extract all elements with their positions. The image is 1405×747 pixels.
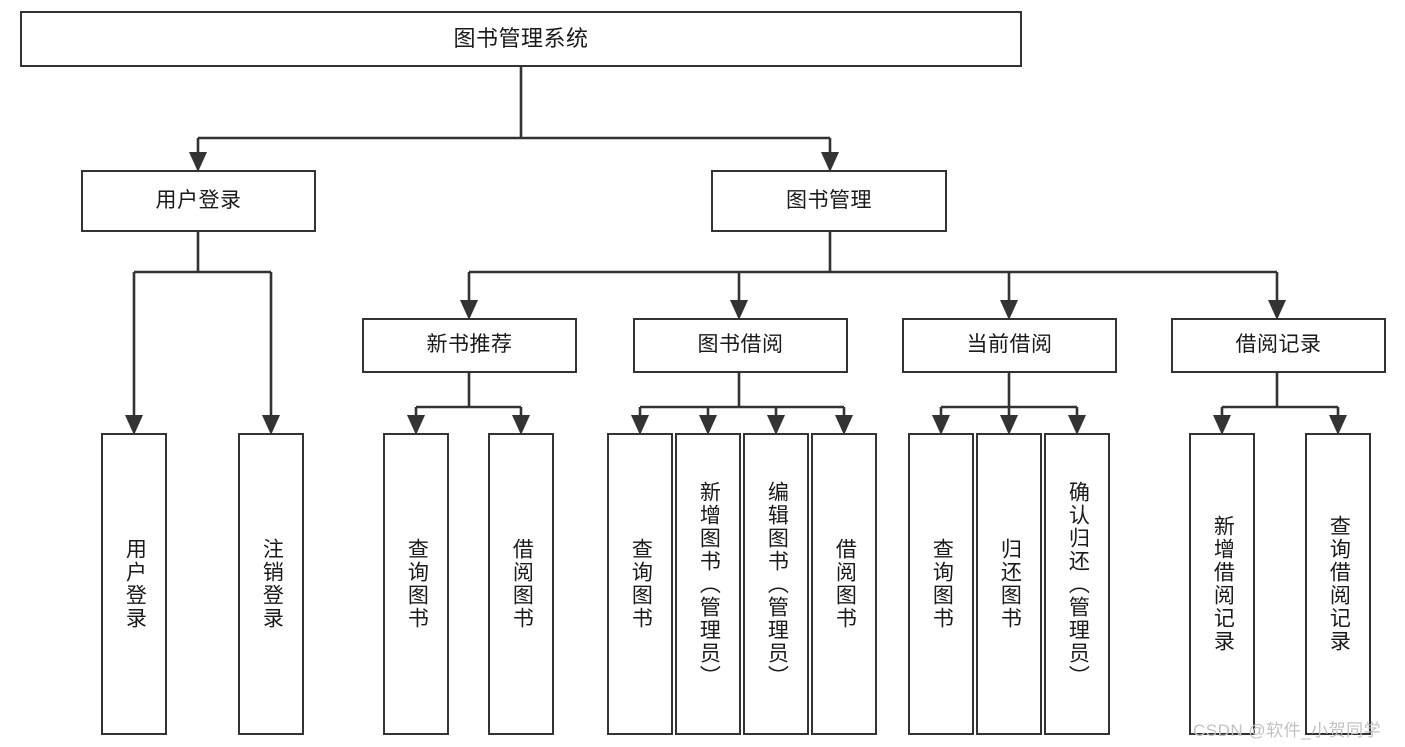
node-current-borrow[interactable]: 当前借阅 <box>902 318 1117 373</box>
node-leaf-query-book-current[interactable]: 查询图书 <box>908 433 974 735</box>
node-label: 当前借阅 <box>966 333 1053 357</box>
node-label: 用户登录 <box>155 188 242 212</box>
node-leaf-add-book-admin[interactable]: 新增图书（管理员） <box>675 433 741 735</box>
node-label: 编辑图书（管理员） <box>765 480 789 688</box>
node-leaf-borrow-book[interactable]: 借阅图书 <box>811 433 877 735</box>
csdn-watermark: CSDN @软件_小贺同学 <box>1193 721 1382 740</box>
node-label: 查询图书 <box>405 538 429 630</box>
node-leaf-query-borrow-record[interactable]: 查询借阅记录 <box>1305 433 1371 735</box>
node-borrow-records[interactable]: 借阅记录 <box>1171 318 1386 373</box>
node-leaf-add-borrow-record[interactable]: 新增借阅记录 <box>1189 433 1255 735</box>
node-label: 图书管理系统 <box>453 26 589 52</box>
node-leaf-borrow-book-recommend[interactable]: 借阅图书 <box>488 433 554 735</box>
arrowheads <box>125 152 1347 435</box>
node-label: 归还图书 <box>998 538 1022 630</box>
node-label: 借阅图书 <box>833 538 857 630</box>
node-label: 新增借阅记录 <box>1211 515 1235 653</box>
node-leaf-query-book-borrow[interactable]: 查询图书 <box>607 433 673 735</box>
node-label: 图书借阅 <box>697 333 784 357</box>
node-book-management[interactable]: 图书管理 <box>711 170 947 232</box>
node-leaf-return-book[interactable]: 归还图书 <box>976 433 1042 735</box>
node-label: 查询图书 <box>930 538 954 630</box>
node-user-login[interactable]: 用户登录 <box>81 170 316 232</box>
node-leaf-logout[interactable]: 注销登录 <box>238 433 304 735</box>
node-leaf-query-book-recommend[interactable]: 查询图书 <box>383 433 449 735</box>
node-label: 用户登录 <box>123 538 147 630</box>
node-label: 查询图书 <box>629 538 653 630</box>
node-book-borrow[interactable]: 图书借阅 <box>633 318 848 373</box>
node-leaf-user-login[interactable]: 用户登录 <box>101 433 167 735</box>
node-label: 借阅图书 <box>510 538 534 630</box>
node-new-book-recommend[interactable]: 新书推荐 <box>362 318 577 373</box>
node-leaf-confirm-return-admin[interactable]: 确认归还（管理员） <box>1044 433 1110 735</box>
node-root-library-management-system[interactable]: 图书管理系统 <box>20 11 1022 67</box>
node-label: 新书推荐 <box>426 333 513 357</box>
node-leaf-edit-book-admin[interactable]: 编辑图书（管理员） <box>743 433 809 735</box>
node-label: 注销登录 <box>260 538 284 630</box>
node-label: 借阅记录 <box>1235 333 1322 357</box>
node-label: 新增图书（管理员） <box>697 480 721 688</box>
node-label: 确认归还（管理员） <box>1066 480 1090 688</box>
node-label: 查询借阅记录 <box>1327 515 1351 653</box>
node-label: 图书管理 <box>786 188 872 212</box>
